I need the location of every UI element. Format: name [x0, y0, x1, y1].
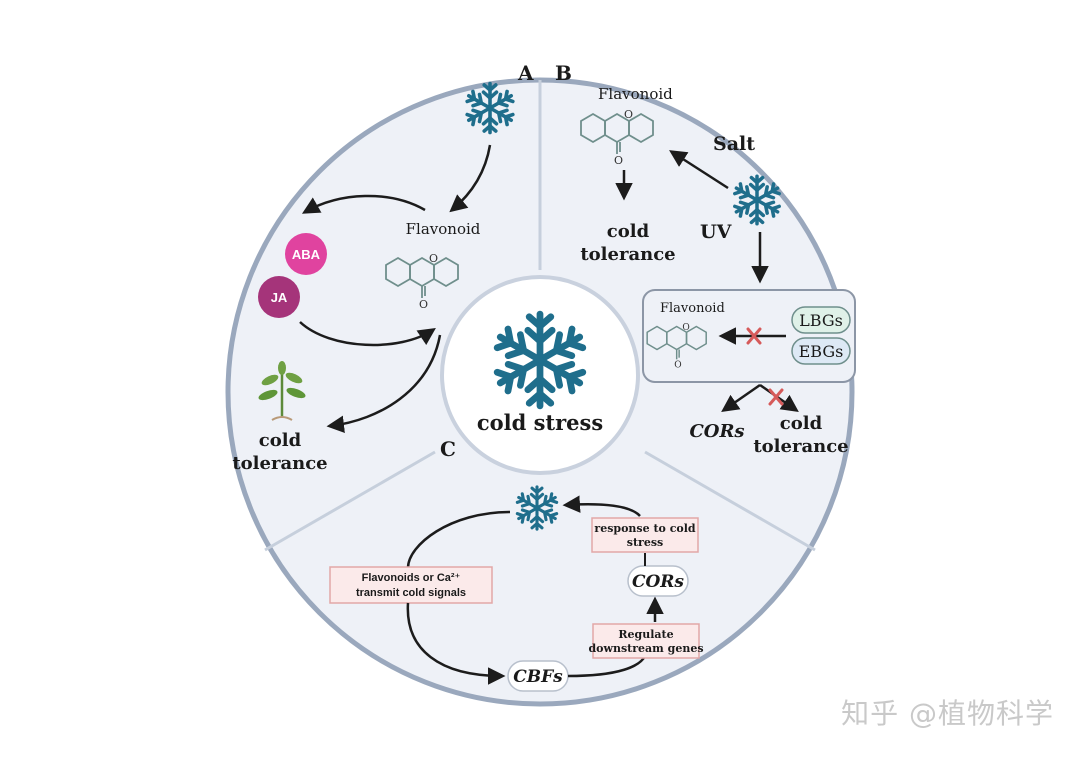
- arrow-a-flake-to-flavonoid: [449, 144, 492, 213]
- inhibition-cross-icon: [746, 327, 762, 345]
- panel-c-signal-box: [329, 566, 493, 604]
- watermark: 知乎 @植物科学: [841, 697, 1054, 730]
- arrow-c-flake-to-signal: [406, 510, 511, 569]
- panel-c-letter: C: [440, 437, 456, 461]
- panel-a-outcome-line2: tolerance: [232, 453, 327, 474]
- arrow-a-hormones-to-flavonoid: [299, 321, 436, 347]
- panel-c-cors-label: CORs: [632, 572, 684, 592]
- arrow-c-cbfs-to-regulate: [567, 655, 647, 678]
- aba-label: ABA: [292, 247, 321, 262]
- ebgs-pill: [791, 337, 851, 365]
- panel-b-outcome-line2: tolerance: [580, 244, 675, 265]
- cbfs-label: CBFs: [513, 667, 563, 687]
- ebgs-label: EBGs: [799, 342, 844, 361]
- ja-label: JA: [271, 290, 288, 305]
- panel-b-letter: B: [555, 61, 572, 85]
- aba-badge: [285, 233, 327, 275]
- panel-b-outcome2-line1: cold: [780, 413, 823, 434]
- arrow-c-response-to-flake: [562, 495, 641, 517]
- panel-b-flavonoid-label: Flavonoid: [598, 85, 673, 103]
- panel-a-outcome-line1: cold: [259, 430, 302, 451]
- arrow-b-stress-to-flavonoid: [669, 150, 729, 190]
- panel-dividers: [264, 80, 816, 552]
- arrow-b-box-to-cors: [721, 383, 761, 412]
- panel-c-signal-line1: Flavonoids or Ca²⁺: [362, 572, 461, 584]
- panel-b-outcome-line1: cold: [607, 221, 650, 242]
- lbgs-pill: [791, 306, 851, 334]
- center-label: cold stress: [477, 410, 603, 435]
- panel-b-cors-label: CORs: [689, 421, 744, 442]
- panel-c-regulate-line2: downstream genes: [588, 642, 703, 655]
- cors-pill: [627, 565, 689, 597]
- arrow-c-signal-to-cbfs: [406, 602, 506, 685]
- inhibition-cross-icon-2: [768, 388, 784, 406]
- panel-b-outcome2-line2: tolerance: [753, 436, 848, 457]
- panel-c-signal-line2: transmit cold signals: [356, 587, 466, 599]
- panel-c-response-line1: response to cold: [594, 522, 695, 535]
- arrow-a-flavonoid-to-tolerance: [326, 334, 442, 434]
- plant-icon: [258, 361, 306, 421]
- panel-b-box-flavonoid-label: Flavonoid: [660, 301, 725, 316]
- panel-c-response-line2: stress: [627, 536, 663, 549]
- panel-a-flavonoid-label: Flavonoid: [406, 220, 481, 238]
- lbgs-label: LBGs: [799, 311, 843, 330]
- panel-c-response-box: [591, 517, 699, 553]
- ja-badge: [258, 276, 300, 318]
- panel-c-regulate-box: [592, 623, 700, 659]
- panel-a-letter: A: [517, 61, 534, 85]
- salt-label: Salt: [713, 133, 755, 155]
- uv-label: UV: [700, 221, 733, 243]
- arrow-a-to-hormones: [301, 194, 426, 214]
- panel-c-regulate-line1: Regulate: [618, 628, 673, 641]
